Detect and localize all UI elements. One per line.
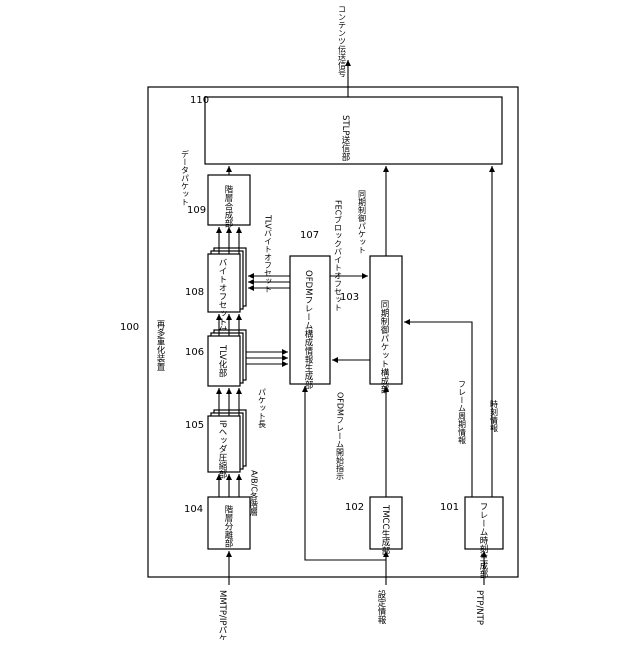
ref-107: 107: [300, 230, 319, 241]
input-ptp-label: PTP/NTP: [474, 590, 484, 625]
input-settings-label: 設定情報: [376, 589, 386, 625]
content-signal-label: コンテンツ伝送信号: [338, 5, 347, 78]
abc-label: A/B/C各階層: [250, 470, 259, 517]
ref-105: 105: [185, 420, 204, 431]
data-packet-label: データパケット: [181, 149, 190, 206]
tlv-converter-label: TLV化部: [217, 344, 227, 378]
time-info-label: 時刻情報: [490, 400, 499, 433]
stlp-transmitter-label: STLP送信部: [340, 115, 350, 162]
ref-102: 102: [345, 502, 364, 513]
tlv-byte-offset-label: TLVバイトオフセット: [264, 214, 273, 293]
sync-packet-builder-label: 同期制御パケット構成部: [379, 300, 389, 394]
ref-108: 108: [185, 287, 204, 298]
device-title: 再多重化装置: [155, 320, 165, 371]
ref-110: 110: [190, 95, 209, 106]
ref-109: 109: [187, 205, 206, 216]
frame-cycle-label: フレーム周期情報: [458, 380, 467, 445]
ref-101: 101: [440, 502, 459, 513]
stlp-transmitter-block: [205, 97, 502, 164]
sync-packet-label: 同期制御パケット: [358, 190, 367, 254]
ofdm-frame-info-label: OFDMフレーム構成情報生成部: [303, 270, 313, 390]
ref-106: 106: [185, 347, 204, 358]
ref-104: 104: [184, 504, 203, 515]
packet-length-label: パケット長: [258, 388, 267, 429]
ip-header-compressor-label: IPヘッダ圧縮部: [217, 420, 227, 480]
input-mmtp-label: MMTP/IPパケット: [217, 590, 227, 640]
ofdm-start-label: OFDMフレーム開始指示: [336, 392, 345, 480]
frame-time-generator-label: フレーム時刻生成部: [478, 502, 488, 579]
device-ref: 100: [120, 322, 139, 333]
ref-103: 103: [340, 292, 359, 303]
hierarchy-separator-label: 階層分離部: [223, 504, 233, 548]
tmcc-generator-label: TMCC生成部: [380, 504, 390, 556]
hierarchy-combiner-label: 階層合成部: [223, 184, 233, 228]
fec-offset-label: FECブロックバイトオフセット: [334, 200, 343, 311]
